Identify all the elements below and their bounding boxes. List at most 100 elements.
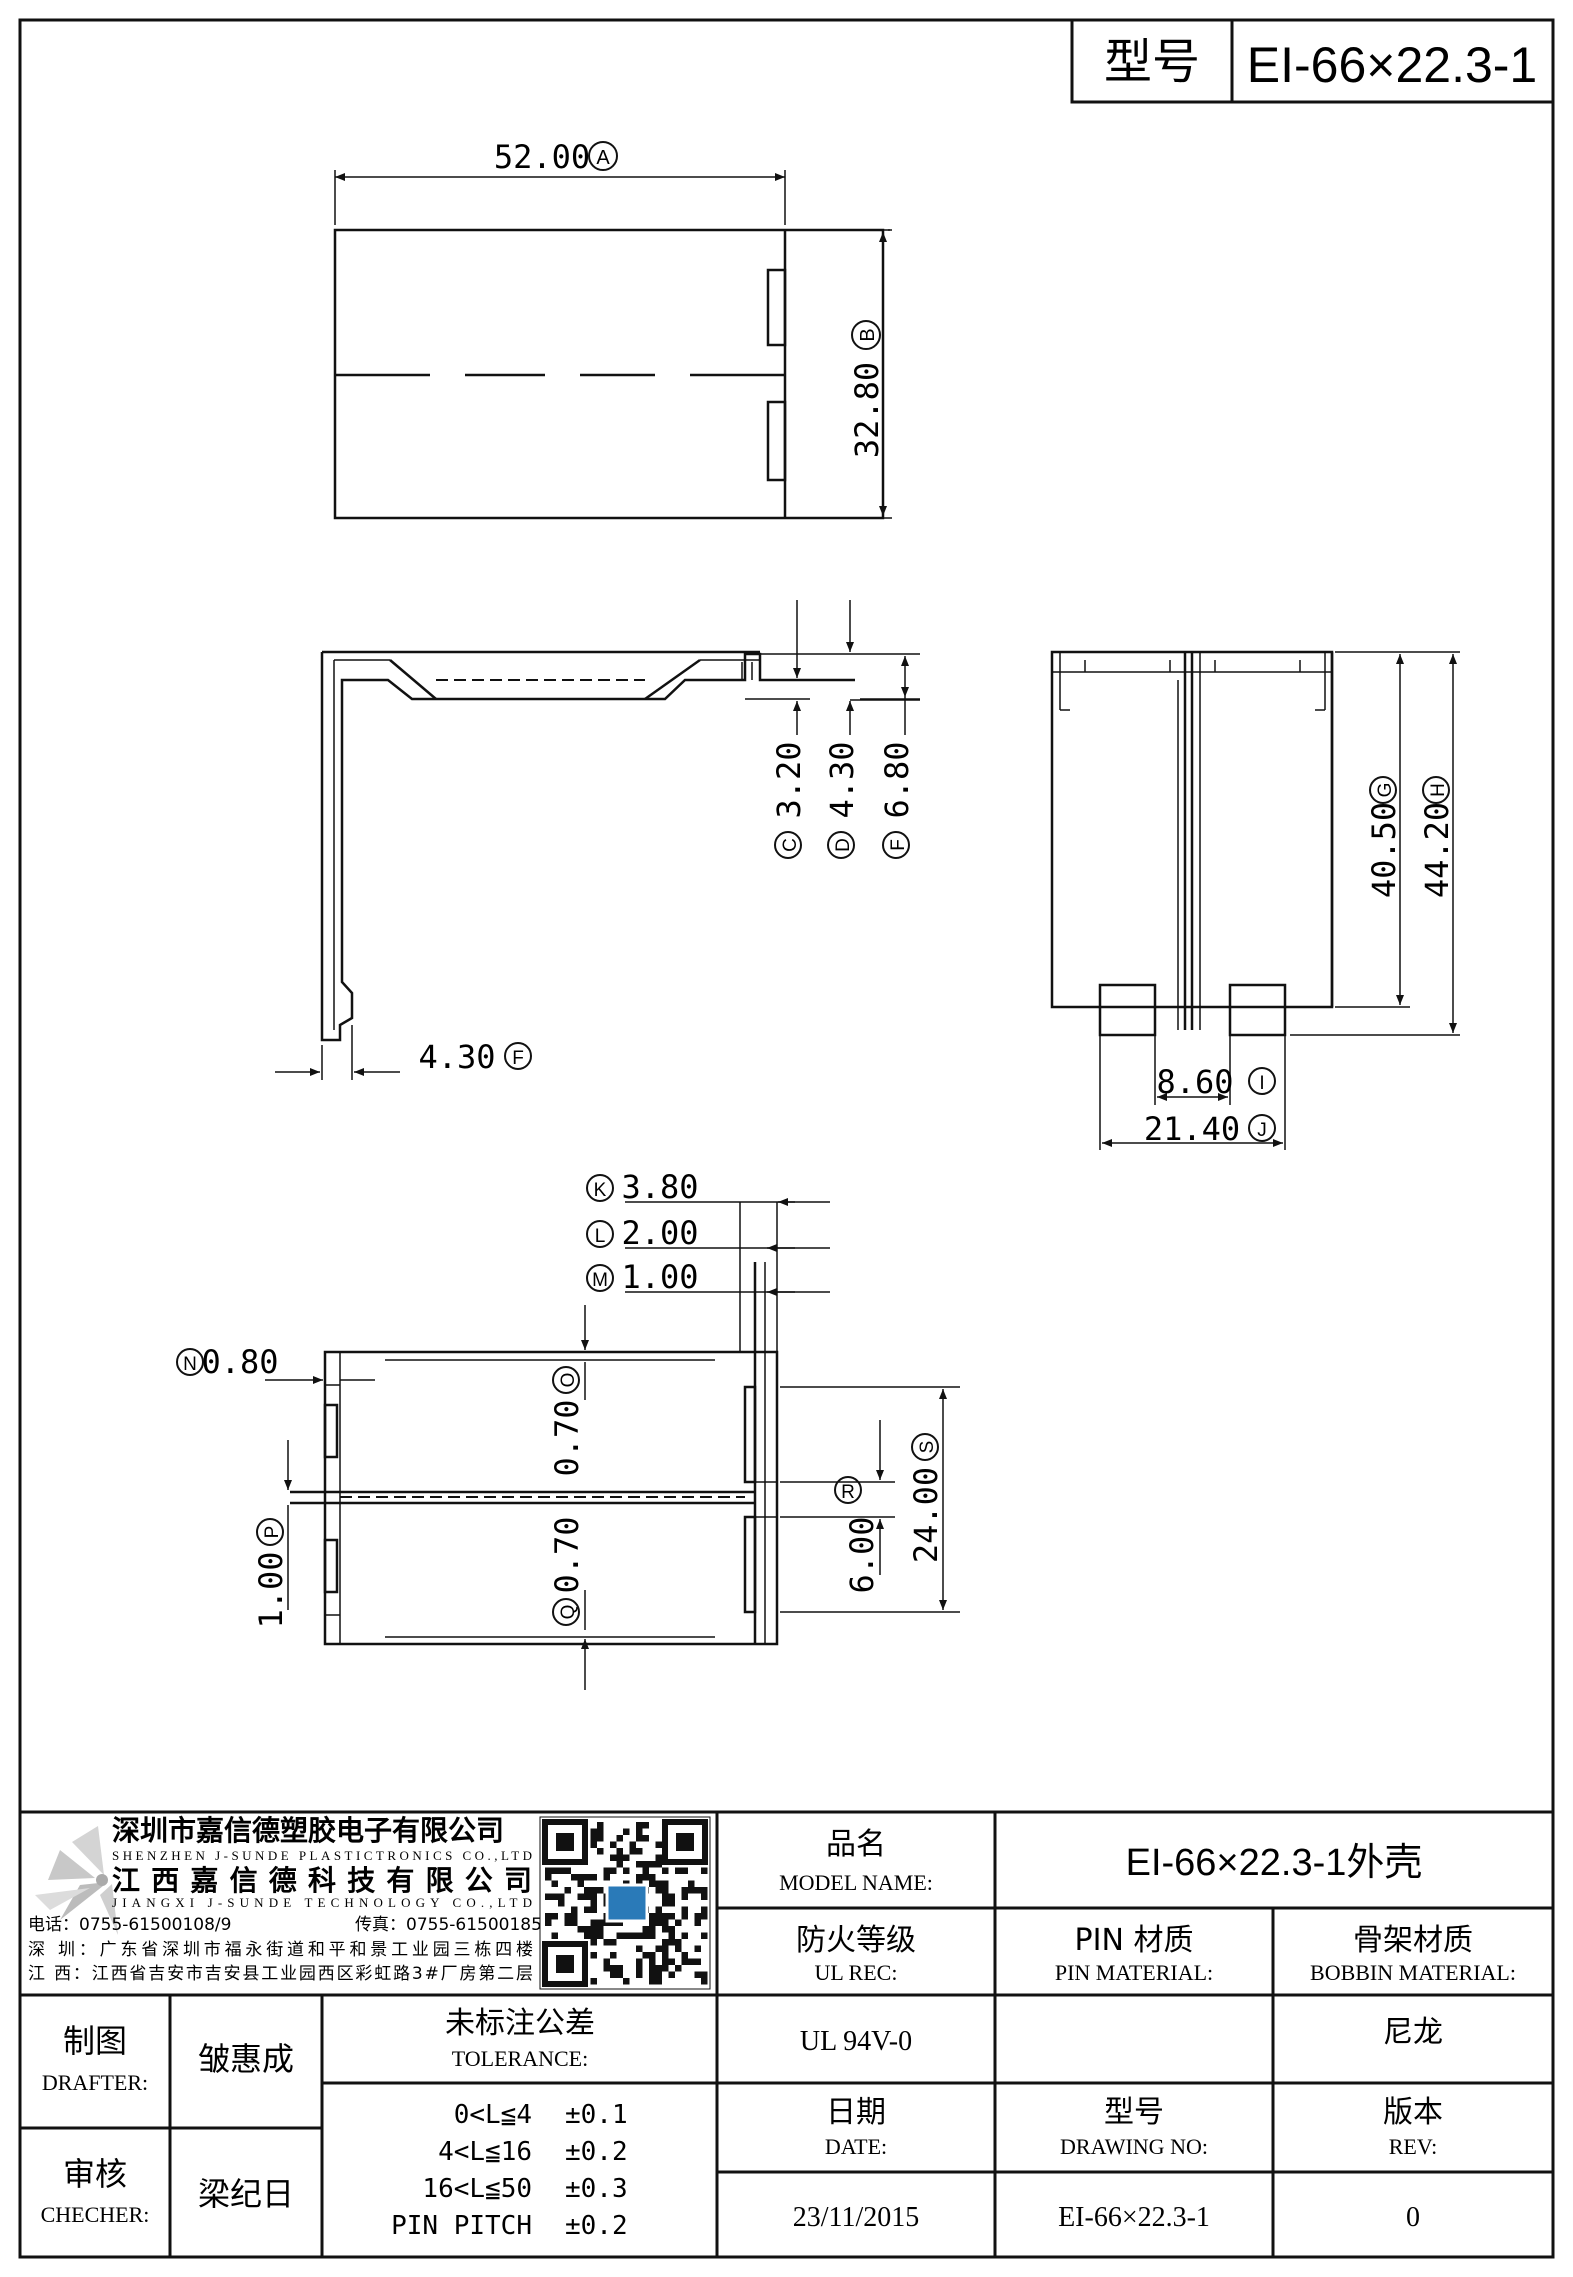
ul-label-en: UL REC: — [815, 1960, 898, 1985]
dim-i: 8.60 I — [1156, 1063, 1276, 1101]
date-label-cn: 日期 — [826, 2095, 886, 2130]
qr-cell — [597, 1828, 604, 1835]
qr-cell — [649, 1971, 656, 1978]
dim-l-tag: L — [595, 1226, 606, 1247]
company-name-jx-en: JIANGXI J-SUNDE TECHNOLOGY CO.,LTD — [112, 1895, 532, 1910]
qr-cell — [584, 1887, 591, 1894]
qr-cell — [668, 1913, 675, 1920]
qr-cell — [610, 1939, 617, 1946]
qr-cell — [616, 1861, 623, 1868]
company-addr-jx: 江 西：江西省吉安市吉安县工业园西区彩虹路3#厂房第二层 — [28, 1964, 533, 1984]
qr-cell — [649, 1926, 656, 1933]
dim-f: 6.80 F — [878, 741, 916, 859]
qr-cell — [675, 1919, 682, 1926]
qr-cell — [597, 1932, 604, 1939]
tolerance-range: 0<L≦4 — [454, 2100, 532, 2130]
qr-cell — [662, 1919, 669, 1926]
dim-c: 3.20 C — [770, 741, 808, 859]
company-name-sz-en: SHENZHEN J-SUNDE PLASTICTRONICS CO.,LTD — [112, 1848, 532, 1863]
company-name-jx: 江西嘉信德科技有限公司 — [112, 1864, 532, 1897]
qr-cell — [675, 1939, 682, 1946]
qr-cell — [590, 1900, 597, 1907]
qr-cell — [597, 1926, 604, 1933]
date-value: 23/11/2015 — [793, 2202, 920, 2233]
qr-cell — [681, 1913, 688, 1920]
dim-r-value: 6.00 — [843, 1516, 881, 1593]
dim-f-bottom-tag: F — [512, 1048, 524, 1069]
title-block-lines — [20, 1810, 1553, 2257]
company-phone: 电话：0755-61500108/9 — [28, 1915, 231, 1935]
dim-s-tag: S — [917, 1441, 938, 1454]
qr-cell — [662, 1945, 669, 1952]
company-fax: 传真：0755-61500185 — [355, 1915, 542, 1935]
qr-cell — [616, 1965, 623, 1972]
qr-cell — [577, 1926, 584, 1933]
qr-cell — [642, 1867, 649, 1874]
qr-cell — [662, 1893, 669, 1900]
qr-cell — [681, 1958, 688, 1965]
dim-n-tag: N — [183, 1354, 197, 1375]
drawing-border — [18, 18, 1555, 2259]
qr-cell — [701, 1893, 708, 1900]
qr-cell — [688, 1880, 695, 1887]
qr-cell — [636, 1932, 643, 1939]
tolerance-range: PIN PITCH — [391, 2211, 532, 2241]
qr-cell — [662, 1887, 669, 1894]
qr-cell — [662, 1880, 669, 1887]
dim-j: 21.40 J — [1144, 1110, 1276, 1148]
header-model-box: 型号 EI-66×22.3-1 — [1070, 18, 1555, 104]
checker-label-en: CHECHER: — [41, 2202, 150, 2227]
dim-g-value: 40.50 — [1365, 802, 1403, 898]
qr-cell — [603, 1874, 610, 1881]
dim-g-tag: G — [1375, 783, 1396, 798]
qr-cell — [590, 1926, 597, 1933]
qr-cell — [655, 1971, 662, 1978]
qr-cell — [577, 1893, 584, 1900]
qr-cell — [629, 1932, 636, 1939]
dim-i-value: 8.60 — [1156, 1063, 1233, 1101]
ul-value: UL 94V-0 — [800, 2026, 912, 2057]
qr-cell — [668, 1900, 675, 1907]
qr-cell — [701, 1906, 708, 1913]
qr-cell — [551, 1880, 558, 1887]
qr-cell — [649, 1861, 656, 1868]
side-view — [275, 600, 920, 1080]
qr-cell — [668, 1971, 675, 1978]
qr-cell — [675, 1965, 682, 1972]
qr-cell — [668, 1939, 675, 1946]
qr-cell — [590, 1874, 597, 1881]
qr-cell — [694, 1919, 701, 1926]
checker-name: 梁纪日 — [198, 2175, 294, 2213]
model-name-cn: 品名 — [826, 1827, 886, 1862]
qr-cell — [616, 1932, 623, 1939]
qr-cell — [655, 1861, 662, 1868]
qr-cell — [649, 1919, 656, 1926]
dim-c-tag: C — [780, 838, 801, 852]
model-name-en: MODEL NAME: — [779, 1870, 933, 1895]
bobbin-value: 尼龙 — [1383, 2015, 1443, 2050]
qr-cell — [688, 1958, 695, 1965]
qr-cell — [590, 1939, 597, 1946]
qr-cell — [655, 1978, 662, 1985]
qr-cell — [590, 1952, 597, 1959]
dim-n: N 0.80 — [176, 1343, 279, 1381]
qr-cell — [545, 1867, 552, 1874]
company-logo-icon — [35, 1826, 118, 1935]
qr-cell — [616, 1835, 623, 1842]
tolerance-value: ±0.2 — [565, 2137, 628, 2167]
qr-cell — [681, 1867, 688, 1874]
qr-cell — [623, 1854, 630, 1861]
qr-cell — [590, 1828, 597, 1835]
qr-cell — [655, 1906, 662, 1913]
qr-cell — [636, 1848, 643, 1855]
qr-cell — [603, 1958, 610, 1965]
dim-q: Q 0.70 — [548, 1516, 586, 1626]
qr-cell — [616, 1971, 623, 1978]
qr-cell — [551, 1867, 558, 1874]
qr-cell — [636, 1822, 643, 1829]
qr-cell — [636, 1965, 643, 1972]
qr-cell — [571, 1913, 578, 1920]
qr-cell — [564, 1887, 571, 1894]
qr-code — [539, 1816, 711, 1990]
dim-m-tag: M — [592, 1270, 608, 1291]
